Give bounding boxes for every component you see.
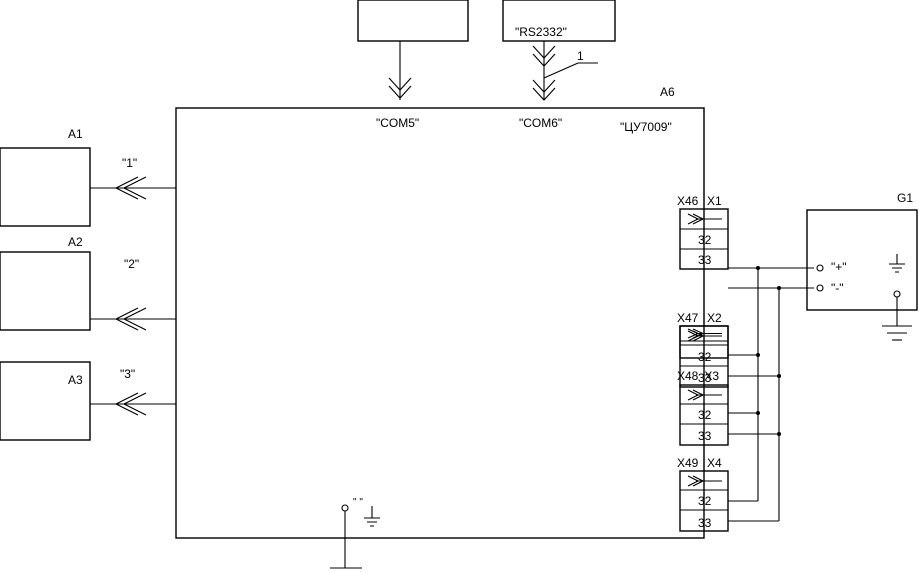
ground-mark-main: " ": [353, 497, 363, 508]
connector-x48-pin-33: 33: [698, 429, 712, 443]
port-com5-label: "COM5": [376, 116, 419, 130]
side-unit-a3-channel: "3": [120, 367, 135, 381]
main-unit-name: "ЦУ7009": [620, 120, 672, 134]
connector-x47-pin-32: 32: [698, 350, 712, 364]
connector-x47-socket: X47: [677, 311, 699, 325]
connector-x49-socket: X49: [677, 456, 699, 470]
connector-x47-pin-33: 33: [698, 371, 712, 385]
connector-x48-plug: X3: [704, 369, 720, 383]
side-unit-a1-channel: "1": [122, 156, 137, 170]
side-unit-a3: A3 "3": [0, 361, 176, 441]
side-unit-a2-ref: A2: [68, 235, 83, 249]
side-unit-a2: A2 "2": [0, 235, 176, 331]
connector-x49-plug: X4: [707, 456, 722, 470]
power-supply-g1: G1 "+" "-": [806, 191, 918, 341]
side-unit-a1-ref: A1: [68, 127, 83, 141]
connector-block-x46: X46 X1 32 33: [677, 194, 729, 270]
connector-x48-labels: X48 X3: [677, 370, 719, 382]
connector-x48-socket: X48: [677, 369, 699, 383]
power-supply-minus: "-": [831, 281, 844, 295]
port-com6-label: "COM6": [519, 116, 562, 130]
connector-block-x49: X49 X4 32 33: [677, 456, 729, 532]
cable-tag: 1: [577, 49, 584, 63]
side-unit-a3-ref: A3: [68, 373, 83, 387]
main-unit: A6 "ЦУ7009" "COM5" "COM6" " ": [175, 85, 705, 569]
rs2332-label: "RS2332": [515, 25, 567, 39]
bus-wiring: [728, 266, 814, 522]
top-device-1: [357, 0, 469, 100]
connector-x46-pin-32: 32: [698, 233, 712, 247]
power-supply-ref: G1: [897, 191, 913, 205]
connector-x47-plug: X2: [707, 311, 722, 325]
connector-x49-pin-33: 33: [698, 516, 712, 530]
side-unit-a2-channel: "2": [124, 257, 139, 271]
connector-x46-pin-33: 33: [698, 253, 712, 267]
connector-x46-socket: X46: [677, 194, 699, 208]
connector-x46-plug: X1: [707, 194, 722, 208]
connector-x49-pin-32: 32: [698, 494, 712, 508]
side-unit-a1: A1 "1": [0, 127, 176, 227]
main-unit-ref: A6: [660, 85, 675, 99]
connector-x48-pin-32: 32: [698, 408, 712, 422]
top-device-2: "RS2332" 1: [502, 0, 616, 101]
power-supply-plus: "+": [831, 260, 847, 274]
